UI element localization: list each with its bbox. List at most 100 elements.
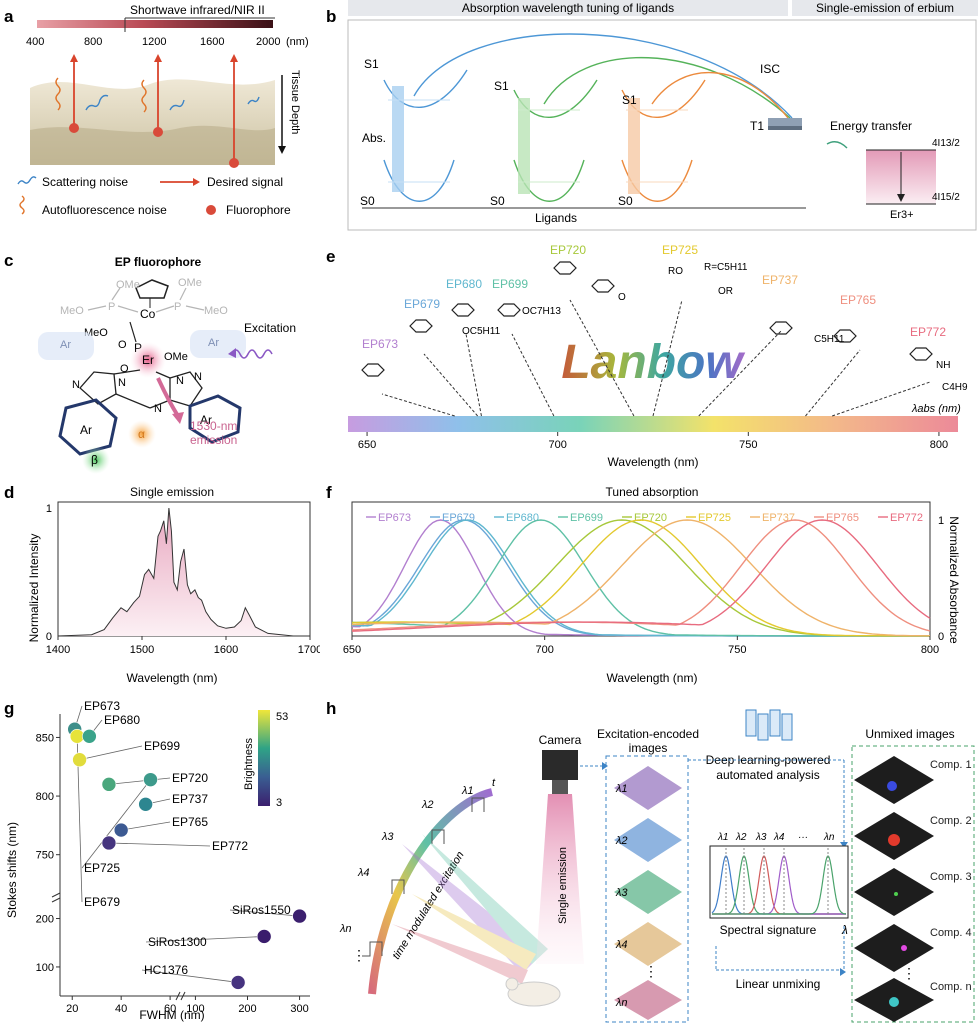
- g-x-tick-label: 100: [186, 1003, 204, 1015]
- f-x-tick-label: 700: [535, 644, 553, 656]
- atom-ar2: Ar: [208, 337, 219, 349]
- level-bottom-label: 4I15/2: [932, 192, 960, 203]
- s0-label-3: S0: [618, 194, 633, 208]
- s1-label-3: S1: [622, 93, 637, 107]
- d-y-tick-label: 0: [46, 631, 52, 643]
- atom-ome3: OMe: [164, 351, 188, 363]
- d-x-tick-label: 1700: [298, 644, 320, 656]
- atom-ar3: Ar: [80, 423, 92, 437]
- legend-scattering: Scattering noise: [42, 175, 128, 189]
- lanbow-title: Lanbow: [561, 336, 745, 389]
- atom-meo2: MeO: [204, 305, 228, 317]
- level-top-label: 4I13/2: [932, 138, 960, 149]
- e-label-ep673: EP673: [362, 337, 398, 351]
- g-point-ep680: [82, 728, 97, 744]
- g-y-tick-label: 200: [36, 914, 54, 926]
- atom-ar4: Ar: [200, 413, 212, 427]
- sig-lambdan: λn: [823, 832, 835, 843]
- group-oc5h11: OC5H11: [462, 326, 501, 337]
- d-area: [58, 508, 310, 636]
- comp-4: Comp. 4: [930, 927, 972, 939]
- atom-ar1: Ar: [60, 339, 71, 351]
- dl-label-2: automated analysis: [716, 768, 819, 782]
- f-series-ep737: [351, 519, 930, 637]
- colorbar-min: 3: [276, 797, 282, 809]
- atom-o2: O: [120, 363, 129, 375]
- emission-label-2: emission: [190, 433, 237, 447]
- s1-label-2: S1: [494, 79, 509, 93]
- header-absorption: Absorption wavelength tuning of ligands: [462, 1, 674, 15]
- f-legend-ep765: EP765: [826, 512, 859, 524]
- e-tick-label: 700: [549, 439, 567, 451]
- f-y-tick-label: 1: [938, 515, 944, 527]
- f-legend-ep679: EP679: [442, 512, 475, 524]
- g-leader-line: [81, 779, 151, 869]
- f-legend-ep720: EP720: [634, 512, 667, 524]
- g-leader-line: [145, 936, 265, 943]
- excitation-arc: [368, 788, 494, 995]
- g-leader-line: [108, 842, 211, 847]
- h-lambda4: λ4: [357, 867, 370, 879]
- enc-lambda4: λ4: [615, 939, 628, 951]
- f-ylabel: Normalized Absorbance: [947, 516, 961, 644]
- beta-label: β: [91, 453, 98, 467]
- group-ro: RO: [668, 266, 683, 277]
- colorbar-max: 53: [276, 711, 288, 723]
- h-lambdan: λn: [339, 923, 352, 935]
- wavelength-rainbow-bar: [348, 416, 958, 432]
- e-label-ep720: EP720: [550, 243, 586, 257]
- f-title: Tuned absorption: [606, 485, 699, 499]
- atom-p2: P: [174, 301, 181, 313]
- encoded-box: [605, 755, 689, 1023]
- d-series-line: [57, 507, 310, 637]
- d-xlabel: Wavelength (nm): [127, 671, 218, 685]
- g-point-label-ep679: EP679: [84, 895, 120, 909]
- e-leader-line: [381, 393, 455, 417]
- f-legend-ep699: EP699: [570, 512, 603, 524]
- ligands-label: Ligands: [535, 211, 577, 225]
- e-leader-line: [832, 381, 931, 417]
- e-label-ep765: EP765: [840, 293, 876, 307]
- atom-er: Er: [142, 353, 154, 367]
- unmixed-title: Unmixed images: [865, 727, 954, 741]
- tick-1200: 1200: [142, 36, 166, 48]
- tick-800: 800: [84, 36, 102, 48]
- unit-label: (nm): [286, 36, 309, 48]
- e-tick-label: 800: [930, 439, 948, 451]
- e-label-ep679: EP679: [404, 297, 440, 311]
- f-series-ep772: [351, 519, 931, 632]
- h-lambda3: λ3: [381, 831, 394, 843]
- panel-d-chart: d Single emission Normalized Intensity W…: [4, 483, 320, 685]
- panel-h: h time modulated excitation t λ1 λ2 λ3 λ…: [326, 699, 975, 1023]
- sig-curve: [712, 855, 847, 915]
- g-point-label-ep772: EP772: [212, 839, 248, 853]
- f-x-tick-label: 750: [728, 644, 746, 656]
- panel-letter-h: h: [326, 699, 336, 718]
- panel-c: c EP fluorophore Co OMe OMe MeO MeO P P …: [4, 251, 296, 474]
- g-point-ep720: [101, 777, 117, 792]
- group-nh: NH: [936, 360, 950, 371]
- colorbar-label: Brightness: [243, 738, 255, 790]
- e-label-ep772: EP772: [910, 325, 946, 339]
- g-point-label-ep680: EP680: [104, 713, 140, 727]
- sig-lambda4: λ4: [773, 832, 785, 843]
- g-point-label-ep699: EP699: [144, 739, 180, 753]
- unmixed-box: [851, 745, 975, 1023]
- g-y-tick-label: 850: [36, 732, 54, 744]
- panel-g-chart: g Stokes shifts (nm) FWHM (nm) 53 3 Brig…: [4, 699, 310, 1022]
- g-x-tick-label: 40: [115, 1003, 127, 1015]
- comp-3: Comp. 3: [930, 871, 972, 883]
- sig-dots: ···: [798, 832, 808, 843]
- f-x-tick-label: 800: [921, 644, 939, 656]
- h-dots-left: ⋮: [352, 947, 366, 963]
- comp-n: Comp. n: [930, 981, 972, 993]
- g-x-tick-label: 300: [290, 1003, 308, 1015]
- single-emission-label: Single emission: [557, 847, 569, 924]
- ep-title: EP fluorophore: [115, 255, 202, 269]
- panel-letter-g: g: [4, 699, 14, 718]
- enc-lambda1: λ1: [615, 783, 628, 795]
- f-series-ep679: [351, 519, 930, 637]
- atom-co: Co: [140, 307, 156, 321]
- g-leader-line: [79, 745, 143, 761]
- g-y-tick-label: 750: [36, 850, 54, 862]
